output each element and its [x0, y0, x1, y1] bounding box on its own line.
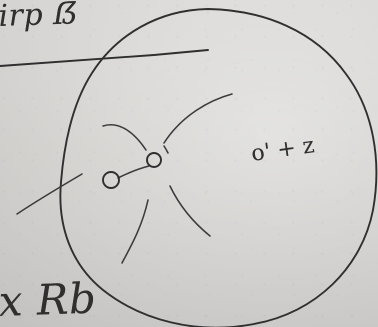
left-charge-icon: [102, 171, 120, 189]
top-underline: [0, 49, 209, 67]
outer-circle-icon: [59, 8, 378, 327]
left-force-line-icon: [16, 173, 83, 215]
left-upper-force-line-icon: [102, 124, 147, 151]
center-charge-icon: [146, 152, 162, 168]
left-lower-force-line-icon: [121, 199, 149, 264]
inner-left-curve-icon: [117, 165, 150, 179]
prime-mark-icon: [163, 145, 169, 154]
right-upper-force-line-icon: [163, 93, 233, 144]
right-lower-force-line-icon: [169, 185, 211, 237]
